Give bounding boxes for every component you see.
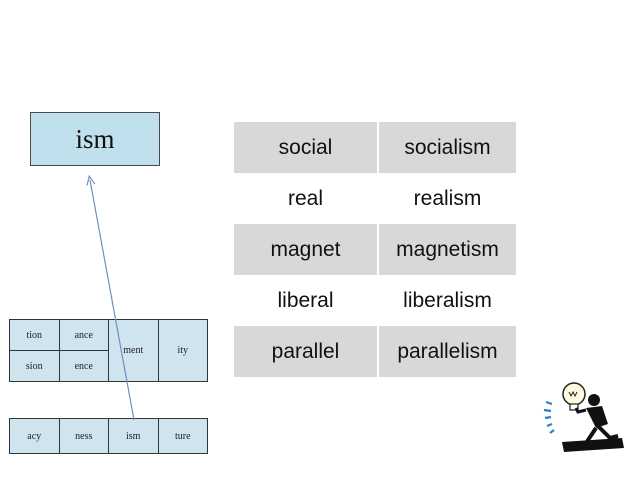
base-word: magnet — [234, 224, 379, 275]
suffix-cell: ness — [58, 418, 109, 454]
suffix-cell: acy — [9, 418, 60, 454]
table-row: liberal liberalism — [234, 275, 516, 326]
suffix-cell: ture — [157, 418, 208, 454]
base-word: real — [234, 173, 379, 224]
lightbulb-idea-person-icon — [543, 382, 624, 452]
suffix-cell: ity — [157, 319, 208, 382]
table-row: parallel parallelism — [234, 326, 516, 377]
derived-word: realism — [378, 173, 516, 224]
derived-word: socialism — [378, 122, 516, 173]
suffix-cell-highlighted: ism — [108, 418, 159, 454]
suffix-cell: ence — [58, 350, 109, 382]
table-row: real realism — [234, 173, 516, 224]
suffix-cell: ment — [108, 319, 159, 382]
suffix-grid-upper: tion ance ment ity sion ence — [9, 319, 208, 382]
base-word: liberal — [234, 275, 379, 326]
suffix-cell: sion — [9, 350, 60, 382]
table-row: social socialism — [234, 122, 516, 173]
word-pairs-table: social socialism real realism magnet mag… — [234, 122, 516, 377]
base-word: parallel — [234, 326, 379, 377]
base-word: social — [234, 122, 379, 173]
target-suffix-box: ism — [30, 112, 160, 166]
suffix-cell: ance — [58, 319, 109, 351]
derived-word: magnetism — [378, 224, 516, 275]
derived-word: parallelism — [378, 326, 516, 377]
arrow-line — [90, 180, 135, 421]
suffix-cell: tion — [9, 319, 60, 351]
target-suffix-label: ism — [75, 123, 115, 154]
derived-word: liberalism — [378, 275, 516, 326]
table-row: magnet magnetism — [234, 224, 516, 275]
suffix-grid-lower: acy ness ism ture — [9, 418, 208, 454]
